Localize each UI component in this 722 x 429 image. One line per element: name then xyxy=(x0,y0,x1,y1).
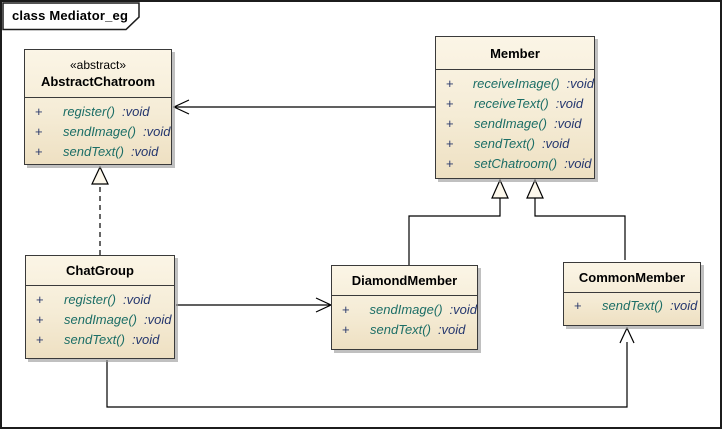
method-return-type: :void xyxy=(541,136,570,151)
method-visibility: + xyxy=(36,312,44,327)
method-return-type: :void xyxy=(564,156,592,171)
method-row: + sendText() :void xyxy=(26,330,174,350)
method-name: sendImage() xyxy=(369,302,443,317)
assoc-chatgroup-to-diamondmember[interactable] xyxy=(176,297,333,313)
methods-compartment: + register() :void + sendImage() :void +… xyxy=(26,286,174,350)
method-return-type: :void xyxy=(131,332,160,347)
method-name: sendText() xyxy=(370,322,431,337)
method-return-type: :void xyxy=(130,144,159,159)
class-name: ChatGroup xyxy=(66,263,134,278)
methods-compartment: + receiveImage() :void + receiveText() :… xyxy=(436,70,594,174)
method-visibility: + xyxy=(446,116,454,131)
method-name: sendText() xyxy=(602,298,663,313)
method-visibility: + xyxy=(342,302,350,317)
method-row: + sendText() :void xyxy=(564,296,700,316)
class-header: «abstract» AbstractChatroom xyxy=(25,50,171,98)
class-box-commonmember[interactable]: CommonMember + sendText() :void xyxy=(563,262,701,326)
method-name: register() xyxy=(64,292,117,307)
method-row: + register() :void xyxy=(25,102,171,122)
class-header: ChatGroup xyxy=(26,256,174,286)
class-box-diamondmember[interactable]: DiamondMember + sendImage() :void + send… xyxy=(331,265,478,350)
method-visibility: + xyxy=(446,76,454,91)
frame-title: class Mediator_eg xyxy=(12,8,129,23)
method-name: receiveImage() xyxy=(472,76,560,91)
class-header: Member xyxy=(436,37,594,70)
class-header: DiamondMember xyxy=(332,266,477,296)
method-return-type: :void xyxy=(669,298,698,313)
method-visibility: + xyxy=(342,322,350,337)
methods-compartment: + sendText() :void xyxy=(564,293,700,316)
generalization-commonmember-to-member[interactable] xyxy=(526,178,626,260)
method-visibility: + xyxy=(35,104,43,119)
methods-compartment: + sendImage() :void + sendText() :void xyxy=(332,296,477,340)
method-return-type: :void xyxy=(553,116,582,131)
class-name: DiamondMember xyxy=(351,273,458,288)
methods-compartment: + register() :void + sendImage() :void +… xyxy=(25,98,171,162)
method-visibility: + xyxy=(446,136,454,151)
method-name: sendImage() xyxy=(64,312,137,327)
generalization-chatgroup-to-abstractchatroom[interactable] xyxy=(91,165,109,255)
method-return-type: :void xyxy=(437,322,466,337)
assoc-member-to-abstractchatroom[interactable] xyxy=(172,99,435,115)
class-box-chatgroup[interactable]: ChatGroup + register() :void + sendImage… xyxy=(25,255,175,359)
method-name: sendText() xyxy=(63,144,124,159)
method-row: + sendText() :void xyxy=(436,134,594,154)
class-name: AbstractChatroom xyxy=(40,73,156,89)
class-name: CommonMember xyxy=(578,270,686,285)
method-row: + sendText() :void xyxy=(332,320,477,340)
class-stereotype: «abstract» xyxy=(69,57,127,72)
method-return-type: :void xyxy=(566,76,594,91)
method-row: + sendImage() :void xyxy=(26,310,174,330)
method-name: sendImage() xyxy=(474,116,547,131)
method-name: setChatroom() xyxy=(474,156,558,171)
generalization-diamondmember-to-member[interactable] xyxy=(408,178,509,265)
method-visibility: + xyxy=(446,96,454,111)
method-row: + receiveImage() :void xyxy=(436,74,594,94)
method-row: + receiveText() :void xyxy=(436,94,594,114)
method-return-type: :void xyxy=(142,124,171,139)
method-row: + sendImage() :void xyxy=(25,122,171,142)
method-row: + setChatroom() :void xyxy=(436,154,594,174)
method-return-type: :void xyxy=(449,302,477,317)
method-visibility: + xyxy=(574,298,582,313)
method-row: + sendText() :void xyxy=(25,142,171,162)
method-row: + sendImage() :void xyxy=(436,114,594,134)
method-row: + sendImage() :void xyxy=(332,300,477,320)
method-visibility: + xyxy=(36,332,44,347)
method-visibility: + xyxy=(35,144,43,159)
class-box-member[interactable]: Member + receiveImage() :void + receiveT… xyxy=(435,36,595,179)
method-name: receiveText() xyxy=(474,96,549,111)
method-visibility: + xyxy=(36,292,44,307)
method-name: sendText() xyxy=(474,136,535,151)
method-name: sendText() xyxy=(64,332,125,347)
class-header: CommonMember xyxy=(564,263,700,293)
assoc-chatgroup-to-commonmember[interactable] xyxy=(106,326,635,408)
method-visibility: + xyxy=(35,124,43,139)
frame-tab xyxy=(2,2,140,31)
method-name: sendImage() xyxy=(63,124,136,139)
method-return-type: :void xyxy=(122,104,150,119)
method-name: register() xyxy=(63,104,116,119)
method-return-type: :void xyxy=(123,292,151,307)
method-row: + register() :void xyxy=(26,290,174,310)
method-visibility: + xyxy=(446,156,454,171)
method-return-type: :void xyxy=(143,312,172,327)
class-name: Member xyxy=(490,45,540,61)
class-box-abstractchatroom[interactable]: «abstract» AbstractChatroom + register()… xyxy=(24,49,172,165)
method-return-type: :void xyxy=(555,96,584,111)
